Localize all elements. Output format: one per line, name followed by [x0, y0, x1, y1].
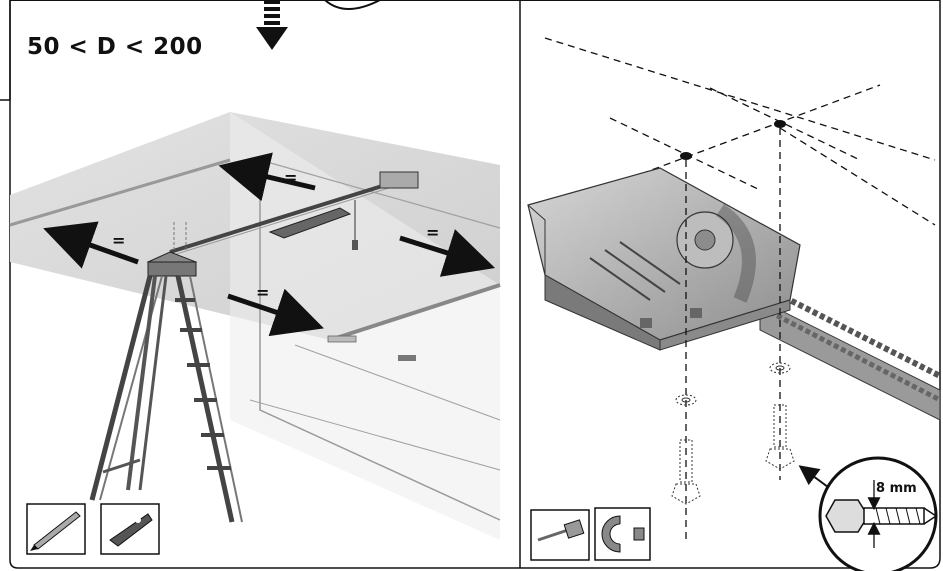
washer — [675, 394, 697, 406]
screw-size-label: 8 mm — [876, 481, 917, 496]
down-arrow-icon — [256, 0, 381, 50]
wrench-icon — [594, 507, 651, 561]
measure-arrow: = — [227, 283, 324, 337]
equal-sign: = — [112, 231, 125, 250]
washer — [769, 362, 791, 374]
wire-stripper-icon — [100, 503, 160, 555]
screw-detail-callout — [818, 456, 938, 571]
drill-icon — [530, 509, 590, 561]
drill-hole — [774, 120, 786, 128]
equal-sign: = — [426, 223, 439, 242]
ladder — [89, 275, 243, 523]
equal-sign: = — [284, 168, 297, 187]
measure-arrow: = — [399, 223, 496, 277]
drill-hole — [680, 152, 692, 160]
pencil-icon — [26, 503, 86, 555]
measure-arrow: = — [218, 152, 316, 202]
screw — [765, 404, 795, 470]
motor-detail — [527, 37, 942, 571]
measure-arrow: = — [43, 221, 139, 269]
distance-range-label: 50 < D < 200 — [27, 34, 203, 60]
garage-scene: = = = = — [9, 112, 501, 540]
equal-sign: = — [256, 283, 269, 302]
screw — [671, 439, 701, 505]
